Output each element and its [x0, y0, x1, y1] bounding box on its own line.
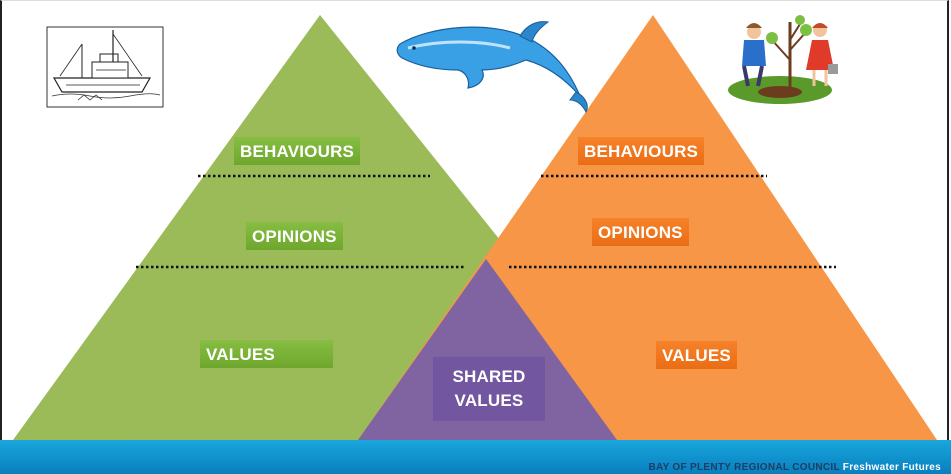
left-opinions-label: OPINIONS — [246, 222, 343, 250]
shared-values-triangle — [358, 259, 617, 440]
right-behaviours-label: BEHAVIOURS — [578, 137, 705, 165]
right-opinions-label: OPINIONS — [592, 218, 689, 246]
children-planting-tree-clipart — [728, 15, 838, 104]
dolphin-clipart — [396, 21, 588, 114]
right-values-label: VALUES — [656, 341, 737, 369]
footer-bar: BAY OF PLENTY REGIONAL COUNCIL Freshwate… — [0, 440, 951, 474]
footer-branding: BAY OF PLENTY REGIONAL COUNCIL Freshwate… — [648, 462, 941, 473]
left-behaviours-label: BEHAVIOURS — [234, 137, 361, 165]
shared-values-line2: VALUES — [454, 391, 524, 410]
left-values-label: VALUES — [200, 340, 333, 368]
shared-values-line1: SHARED — [452, 367, 526, 386]
fishing-boat-sketch — [46, 26, 164, 108]
footer-org-name: BAY OF PLENTY REGIONAL COUNCIL — [648, 462, 840, 473]
footer-programme-name: Freshwater Futures — [842, 462, 941, 473]
shared-values-label: SHARED VALUES — [433, 357, 545, 421]
